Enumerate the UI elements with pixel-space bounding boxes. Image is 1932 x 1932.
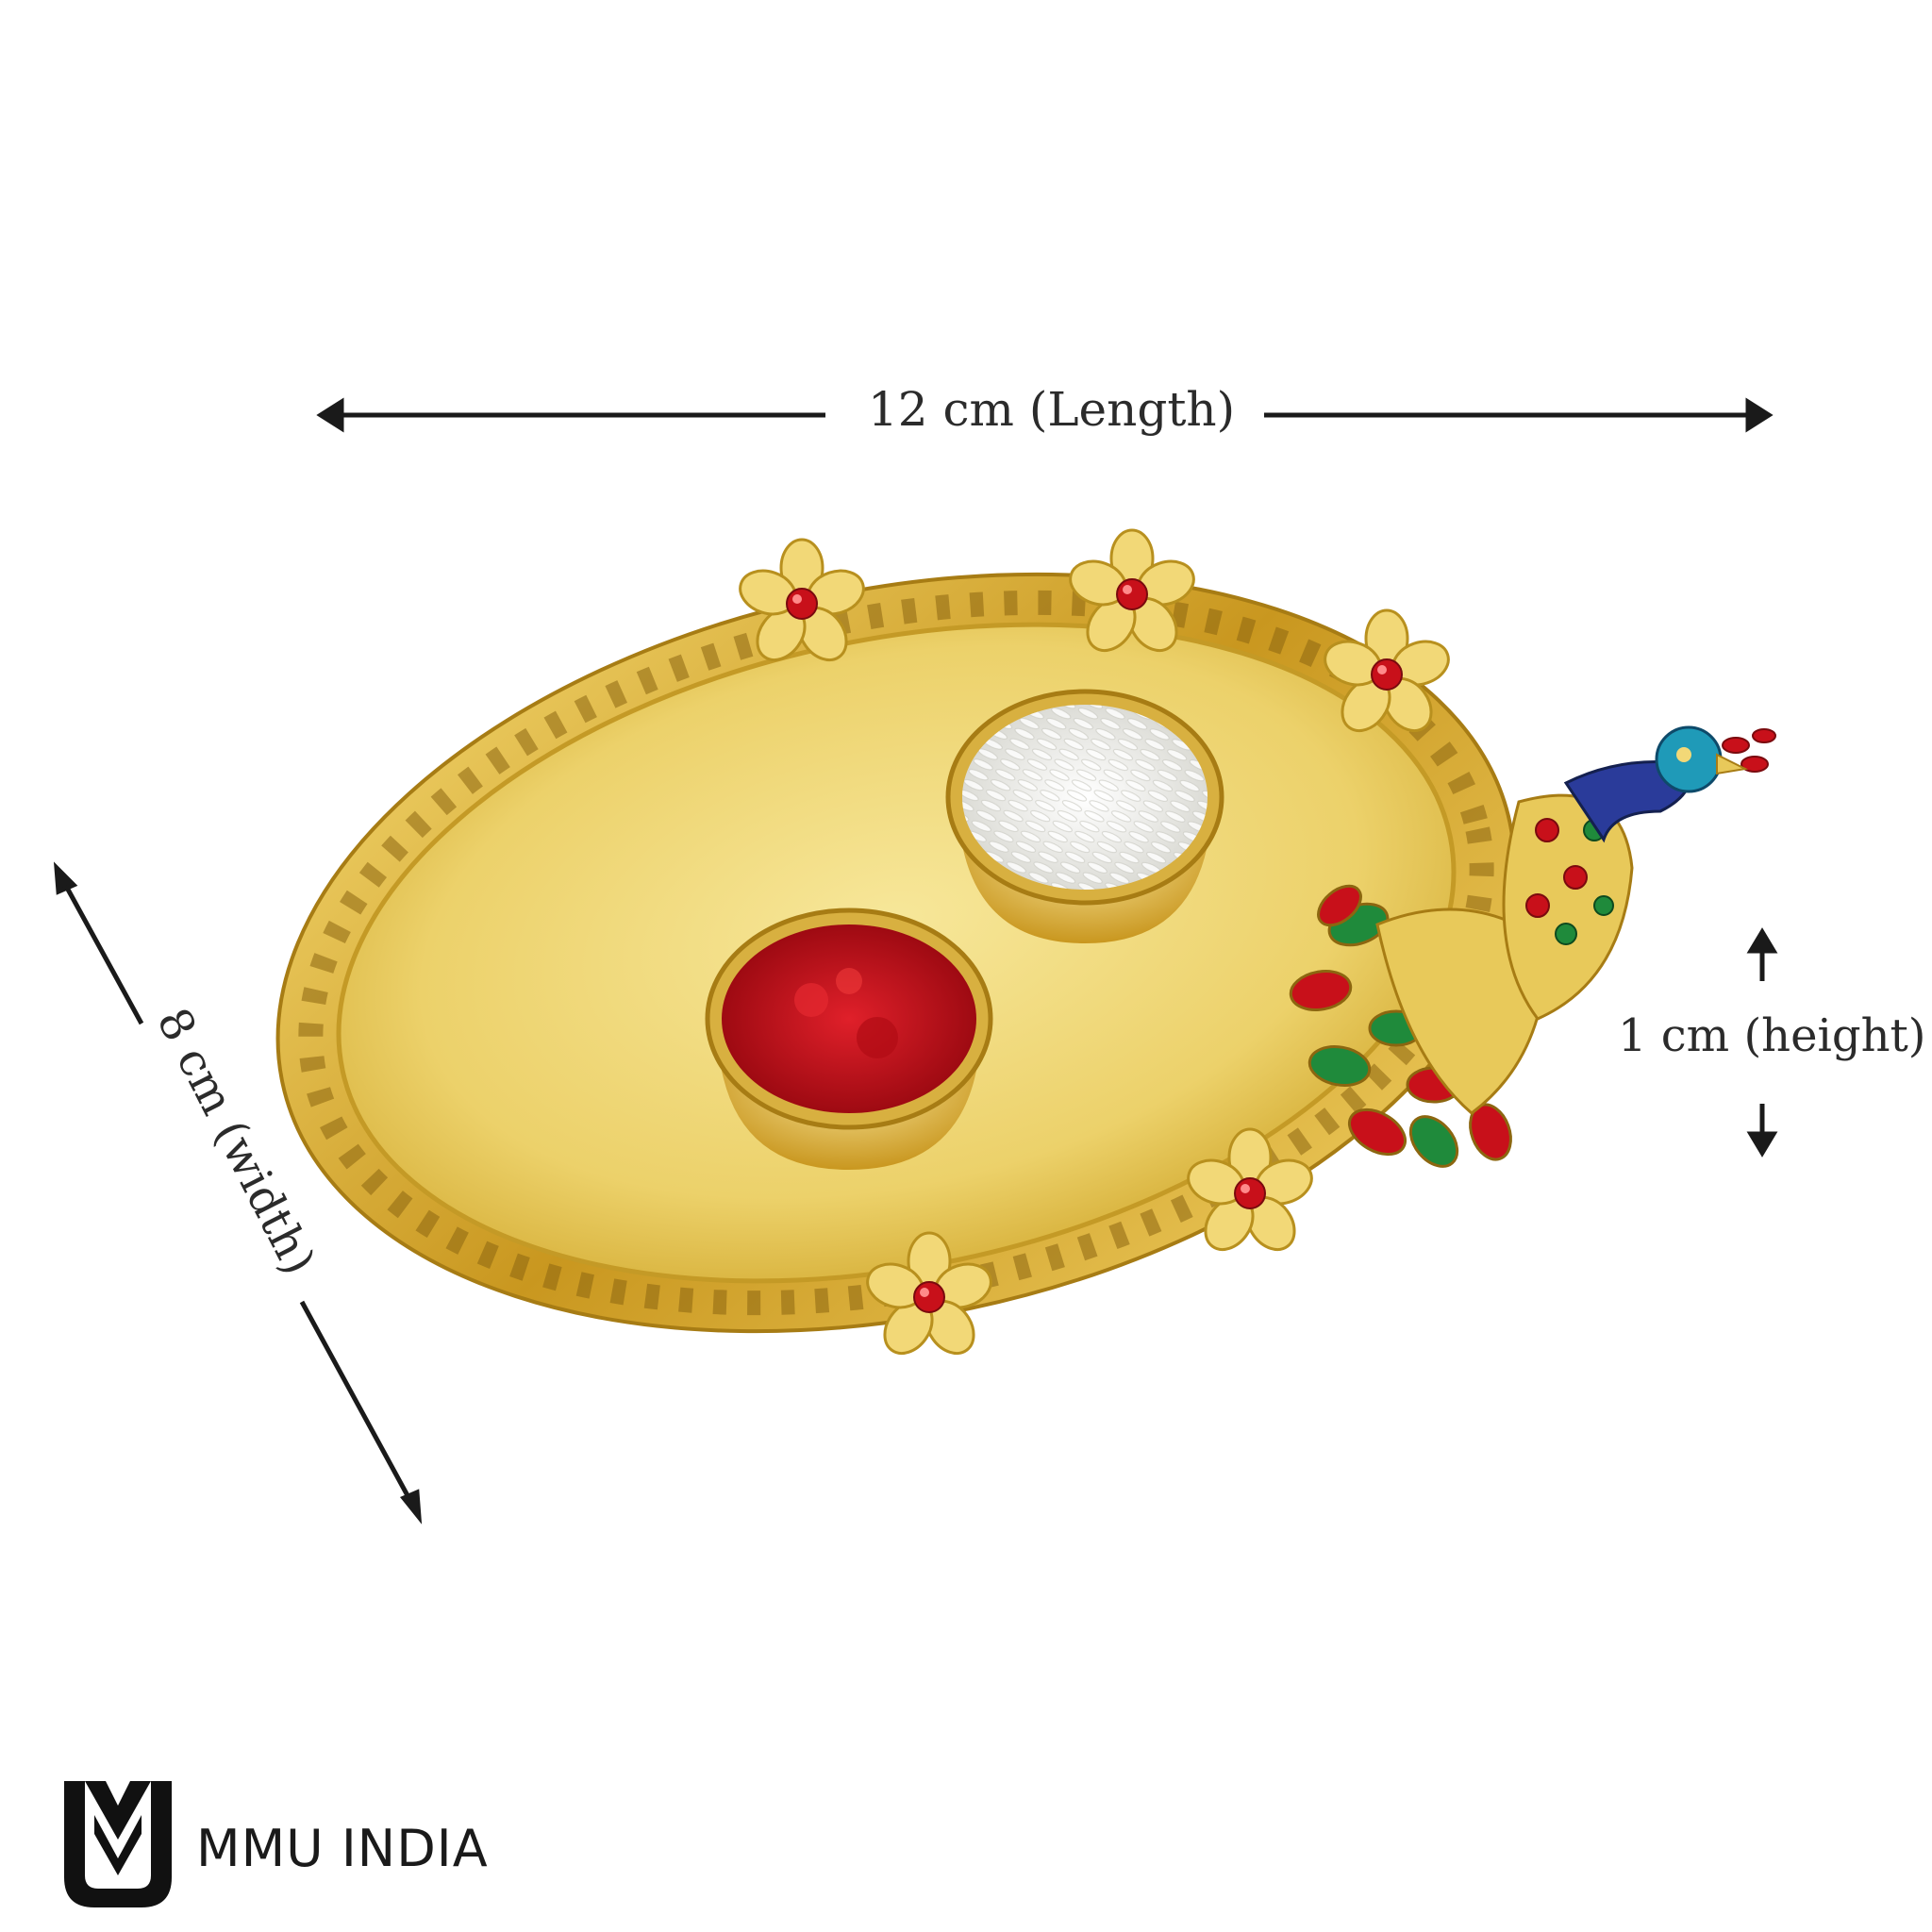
brand-name: MMU INDIA: [196, 1819, 489, 1878]
width-dimension-arrow: [53, 861, 423, 1524]
mmu-monogram-icon: [64, 1781, 172, 1907]
peacock-icon: [1289, 725, 1776, 1168]
rice-bowl-icon: [945, 689, 1224, 943]
length-label: 12 cm (Length): [868, 382, 1236, 437]
length-dimension-arrow: [316, 397, 1774, 433]
height-label: 1 cm (height): [1618, 1009, 1926, 1062]
kumkum-bowl-icon: [705, 908, 993, 1170]
height-dimension-arrow: [1746, 927, 1778, 1158]
